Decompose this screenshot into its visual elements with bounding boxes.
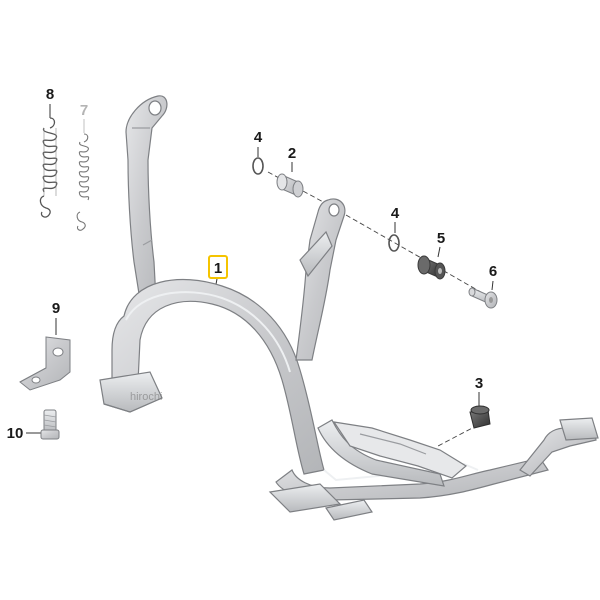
part-label-10[interactable]: 10 — [7, 425, 24, 442]
watermark: hirochi — [130, 391, 162, 403]
part-label-1[interactable]: 1 — [214, 260, 222, 277]
part-label-2[interactable]: 2 — [288, 145, 296, 162]
spring-small[interactable] — [76, 133, 90, 231]
bracket[interactable] — [19, 336, 71, 391]
highlight-box — [208, 255, 228, 279]
leader-lines — [26, 104, 494, 434]
spacer-sleeve[interactable] — [417, 255, 446, 280]
part-label-5[interactable]: 5 — [437, 230, 445, 247]
bushing[interactable] — [276, 173, 304, 198]
center-stand[interactable] — [99, 95, 599, 521]
pivot-bolt[interactable] — [468, 287, 498, 309]
circlip-upper[interactable] — [252, 157, 264, 175]
rubber-bumper[interactable] — [469, 405, 491, 429]
part-numbers: 1 2 3 4 4 5 6 7 8 9 10 — [7, 86, 498, 442]
part-label-6[interactable]: 6 — [489, 263, 497, 280]
part-label-4b[interactable]: 4 — [391, 205, 400, 222]
circlip-lower[interactable] — [388, 234, 400, 252]
part-label-3[interactable]: 3 — [475, 375, 483, 392]
part-label-9[interactable]: 9 — [52, 300, 60, 317]
part-label-7[interactable]: 7 — [80, 102, 88, 119]
part-label-4a[interactable]: 4 — [254, 129, 263, 146]
part-label-8[interactable]: 8 — [46, 86, 54, 103]
spring-large[interactable] — [39, 117, 58, 218]
bolt[interactable] — [40, 409, 60, 440]
